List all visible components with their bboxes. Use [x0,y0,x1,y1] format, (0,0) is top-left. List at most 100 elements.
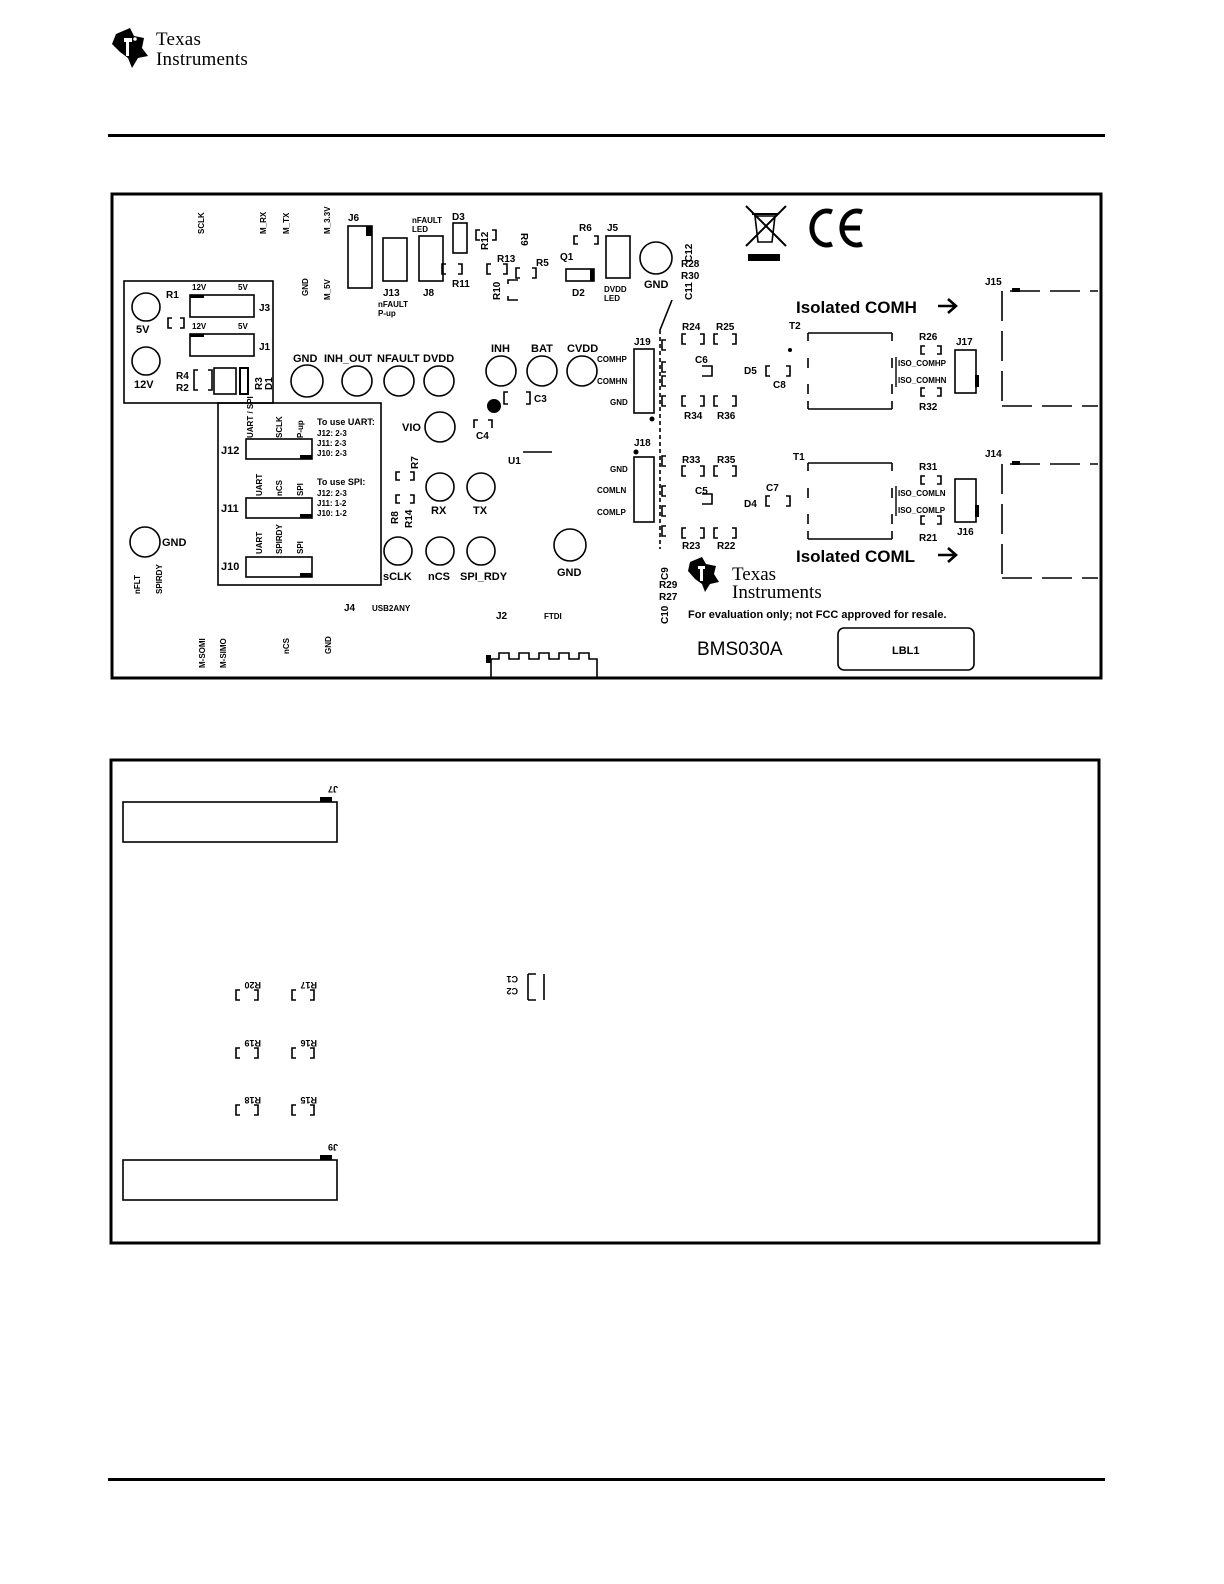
tp-label: DVDD [423,353,454,365]
jumper-j1 [189,333,255,357]
uart-note: J10: 2-3 [317,449,347,458]
jumper-label: J2 [496,611,508,622]
jumper-header: P-up [296,420,305,438]
pin-label: SPIRDY [155,564,164,594]
tp-label: nCS [428,571,450,583]
spi-note: J11: 1-2 [317,499,347,508]
transformer-t1 [807,462,893,540]
test-point [424,411,456,443]
iso-label: ISO_COMHN [898,376,947,385]
refdes: D5 [744,366,757,377]
fcc-disclaimer: For evaluation only; not FCC approved fo… [688,609,947,621]
refdes: R22 [717,541,736,552]
jumper-j11 [245,497,313,519]
voltage-option: 12V [192,283,207,292]
arrow-right-icon [938,547,958,563]
refdes: R26 [919,332,938,343]
led-d3 [452,222,468,254]
connector-j17 [954,349,977,394]
jumper-label: J4 [344,603,356,614]
connector-j9 [122,1159,338,1201]
pin-label: nCS [282,637,291,654]
footer-rule [108,1478,1105,1481]
refdes: C5 [695,486,708,497]
test-point [131,346,161,376]
test-point [129,526,161,558]
pin1-marker [975,375,979,387]
refdes: D2 [572,288,585,299]
uart-note: J11: 2-3 [317,439,347,448]
power-select-box [123,280,274,404]
company-line2: Instruments [156,49,248,70]
refdes: R4 [176,371,189,382]
refdes: D3 [452,212,465,223]
refdes: R21 [919,533,938,544]
pin-label: M_5V [323,278,332,300]
jumper-label: J5 [607,223,619,234]
tp-label: BAT [531,343,553,355]
refdes: C7 [766,483,779,494]
jumper-label: J1 [259,342,271,353]
voltage-option: 5V [238,283,248,292]
header-rule [108,134,1105,137]
connector-j6 [347,225,373,289]
tp-label: GND [644,279,669,291]
j2-ftdi-label: FTDI [544,612,562,621]
tp-label: VIO [402,422,421,434]
voltage-option: 12V [192,322,207,331]
transformer-t2 [807,332,893,410]
jumper-label: J19 [634,337,651,348]
refdes: R30 [681,271,700,282]
refdes: R36 [717,411,736,422]
jumper-label: J6 [348,213,360,224]
refdes: T1 [793,452,805,463]
bottom-refdes: C1 [506,974,518,984]
tp-label: RX [431,505,447,517]
test-point [526,355,558,387]
jumper-label: J8 [423,288,435,299]
pin1-marker [320,1155,332,1160]
spi-note: J12: 2-3 [317,489,347,498]
jumper-label: J13 [383,288,400,299]
com-label: COMHN [597,377,627,386]
test-point [639,241,673,275]
tp-label: INH [491,343,510,355]
spi-note: To use SPI: [317,477,365,487]
rj45-j15 [1001,290,1098,407]
uart-note: To use UART: [317,417,375,427]
tp-label: sCLK [383,571,412,583]
refdes: R34 [684,411,703,422]
fiducial [487,399,501,413]
jumper-label: J12 [221,445,239,457]
jumper-label: J18 [634,438,651,449]
connector-j5 [605,235,631,279]
tp-label: CVDD [567,343,598,355]
jumper-label: J11 [221,503,239,515]
refdes: R6 [579,223,592,234]
pin-label: M_3.3V [323,206,332,234]
rj45-j14 [1001,463,1098,579]
refdes: R25 [716,322,735,333]
capacitor-c4 [473,419,493,428]
test-point [131,292,161,322]
pin1-dot [788,348,792,352]
led-d1 [213,367,237,395]
pin1-marker [1012,288,1020,292]
bottom-refdes: R19 [244,1038,261,1048]
test-point [466,536,496,566]
refdes: C12 [684,243,695,262]
board-logo-line1: Texas [732,564,776,585]
bottom-refdes: R16 [300,1038,317,1048]
label-box [837,627,975,671]
diode-d2 [565,268,595,282]
jumper-label: J10 [221,561,239,573]
pin1-marker [190,295,204,298]
iso-label: ISO_COMLN [898,489,946,498]
test-point [290,364,324,398]
bottom-refdes: R18 [244,1095,261,1105]
refdes: R11 [452,279,470,290]
refdes: U1 [508,456,521,467]
com-label: COMHP [597,355,627,364]
